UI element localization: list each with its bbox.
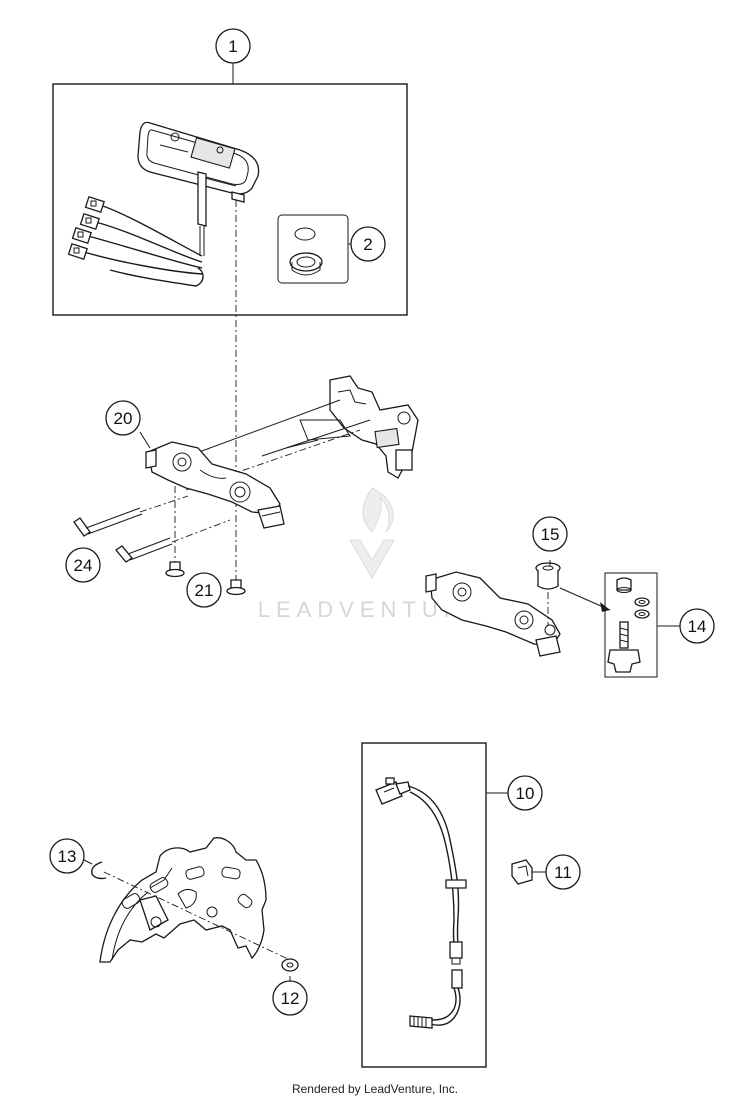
callout-21[interactable]: 21 (186, 572, 222, 608)
render-credit: Rendered by LeadVenture, Inc. (291, 1082, 459, 1096)
callout-1[interactable]: 1 (215, 28, 251, 64)
callout-14-label: 14 (688, 617, 707, 636)
callout-12[interactable]: 12 (272, 980, 308, 1016)
callout-24-label: 24 (74, 556, 93, 575)
callout-13-label: 13 (58, 847, 77, 866)
callout-24[interactable]: 24 (65, 547, 101, 583)
callout-10-label: 10 (516, 784, 535, 803)
callout-12-label: 12 (281, 989, 300, 1008)
callout-14[interactable]: 14 (679, 608, 715, 644)
callout-21-label: 21 (195, 581, 214, 600)
callout-13[interactable]: 13 (49, 838, 85, 874)
group-box-10 (361, 742, 487, 1068)
callout-11-label: 11 (554, 863, 572, 882)
collar-bolt-12-part[interactable] (281, 958, 299, 972)
wire-harness-part (67, 195, 204, 287)
holder-bracket-detail-part[interactable] (425, 571, 561, 657)
group-box-1 (52, 83, 408, 316)
callout-20[interactable]: 20 (105, 400, 141, 436)
brake-disc-part[interactable] (99, 837, 267, 963)
callout-20-label: 20 (114, 409, 133, 428)
rubber-bushing-15-part[interactable] (535, 560, 561, 626)
callout-11[interactable]: 11 (545, 854, 581, 890)
wheel-speed-sensor-part[interactable] (375, 777, 467, 1029)
callout-15[interactable]: 15 (532, 516, 568, 552)
callout-10[interactable]: 10 (507, 775, 543, 811)
callout-2[interactable]: 2 (350, 226, 386, 262)
rubber-grommet-part[interactable] (289, 227, 323, 276)
callout-2-label: 2 (363, 235, 372, 254)
screw-24-part[interactable] (73, 507, 173, 563)
circlip-13-part[interactable] (91, 861, 107, 880)
callout-15-label: 15 (541, 525, 560, 544)
group-box-2 (277, 214, 349, 284)
holder-bracket-part[interactable] (145, 375, 419, 529)
group-box-14 (604, 572, 658, 678)
callout-1-label: 1 (228, 37, 237, 56)
instrument-cluster-part[interactable] (137, 121, 260, 256)
cable-clip-11-part[interactable] (511, 859, 533, 885)
damper-kit-14-part[interactable] (607, 577, 650, 673)
screw-21-part[interactable] (165, 486, 246, 596)
